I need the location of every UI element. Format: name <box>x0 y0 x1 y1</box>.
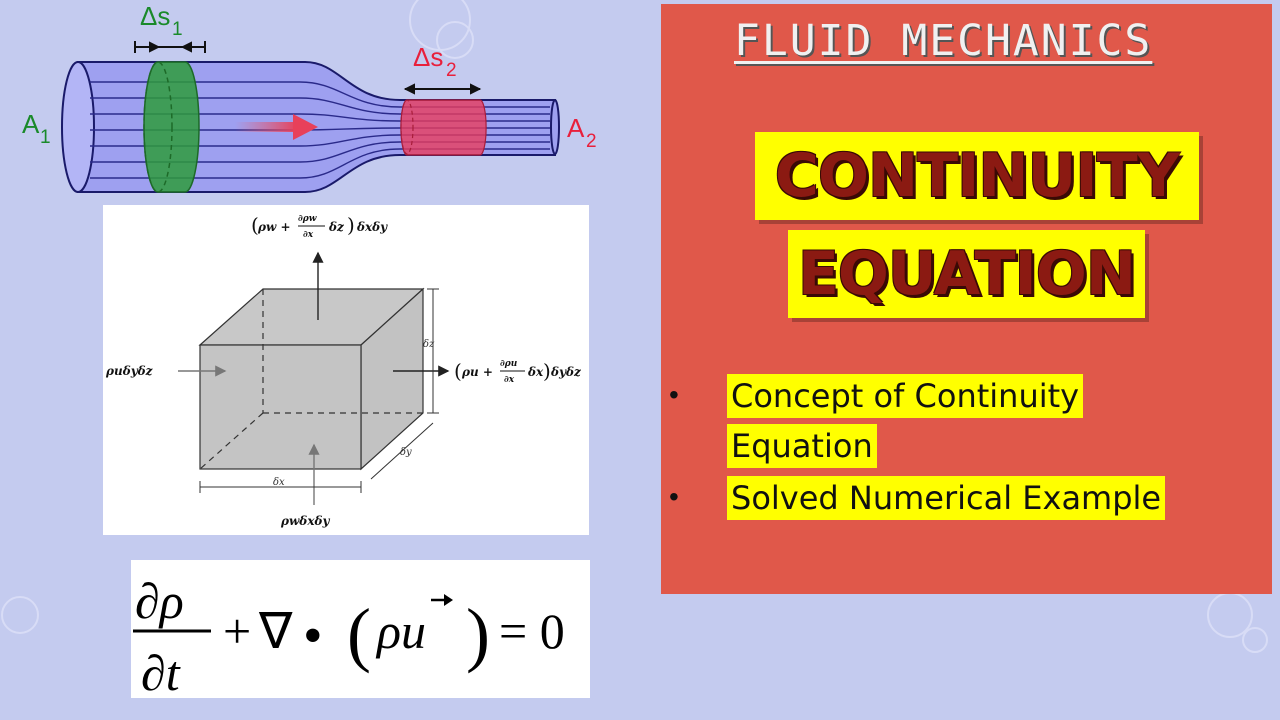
bottom-flux-label: ρwδxδy <box>280 514 330 528</box>
svg-text:): ) <box>347 213 355 237</box>
top-flux-denominator: ∂x <box>303 230 314 240</box>
left-flux-label: ρuδyδz <box>105 364 154 378</box>
right-flux-numerator: ∂ρu <box>500 359 518 369</box>
cube <box>198 287 425 471</box>
title-line-2: EQUATION <box>788 230 1145 318</box>
section-1-slice <box>143 61 200 193</box>
equation-numerator: ∂ρ <box>135 573 184 629</box>
bullet-marker-2: • <box>669 481 679 512</box>
continuity-equation: ∂ρ ∂t + ∇ • ( ρu ) = 0 <box>131 560 590 698</box>
area-a2-label: A <box>567 113 585 143</box>
right-flux-dx: δx <box>527 365 544 379</box>
section-2-slice <box>400 99 487 156</box>
area-a1-label: A <box>22 109 40 139</box>
svg-text:): ) <box>543 359 551 383</box>
top-flux-area: δxδy <box>356 220 388 234</box>
delta-s2-subscript: 2 <box>446 60 457 81</box>
equation-equals-zero: = 0 <box>499 603 565 659</box>
dim-x-label: δx <box>273 477 285 488</box>
delta-s2-label: Δs <box>413 42 443 72</box>
bullet-marker-1: • <box>669 379 679 410</box>
equation-nabla: ∇ <box>258 603 293 659</box>
equation-plus: + <box>223 603 251 659</box>
pipe-flow-diagram: Δs 1 Δs 2 A 1 A 2 <box>22 1 597 193</box>
svg-text:(: ( <box>454 359 462 383</box>
subject-heading: FLUID MECHANICS <box>734 16 1153 66</box>
equation-dot: • <box>303 605 323 667</box>
delta-s1-label: Δs <box>140 1 170 31</box>
bullet-1-line-1: Concept of Continuity <box>727 374 1084 418</box>
equation-rho-u: ρu <box>375 603 426 659</box>
right-flux-area: δyδz <box>550 365 582 379</box>
top-flux-rho-w: ρw + <box>257 220 291 234</box>
right-flux-rho-u: ρu + <box>461 365 493 379</box>
control-volume-figure: ρw + ∂ρw ∂x δz ( ) δxδy ρuδyδz ( ρu + ∂ρ… <box>103 205 589 535</box>
flow-direction-arrow <box>235 114 318 140</box>
area-a1-subscript: 1 <box>40 127 51 148</box>
equation-right-paren: ) <box>466 594 490 674</box>
bullet-2-line-1: Solved Numerical Example <box>727 476 1166 520</box>
area-a2-subscript: 2 <box>586 131 597 152</box>
top-flux-dz: δz <box>328 220 345 234</box>
equation-left-paren: ( <box>347 594 371 674</box>
delta-s1-subscript: 1 <box>172 19 183 40</box>
bullet-1-line-2: Equation <box>727 424 877 468</box>
right-flux-denominator: ∂x <box>504 375 515 385</box>
svg-text:(: ( <box>251 213 259 237</box>
dim-y-label: δy <box>400 447 412 458</box>
title-panel: FLUID MECHANICS CONTINUITY EQUATION • Co… <box>661 4 1272 594</box>
title-line-1: CONTINUITY <box>755 132 1199 220</box>
top-flux-numerator: ∂ρw <box>298 214 317 224</box>
dim-z-label: δz <box>423 339 435 350</box>
equation-denominator: ∂t <box>141 645 181 698</box>
